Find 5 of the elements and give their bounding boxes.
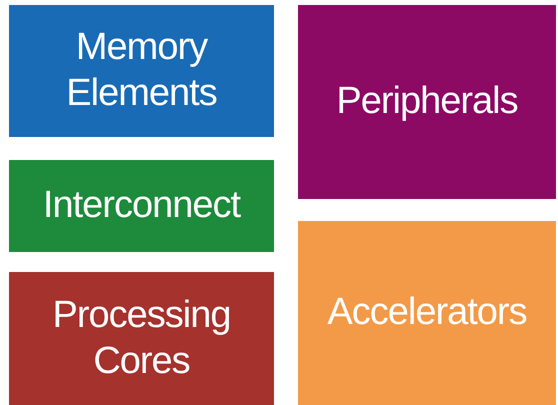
block: Memory Elements — [9, 5, 274, 137]
block: Processing Cores — [9, 272, 274, 405]
block: Interconnect — [9, 160, 274, 252]
block: Accelerators — [298, 221, 556, 405]
block: Peripherals — [298, 5, 556, 199]
